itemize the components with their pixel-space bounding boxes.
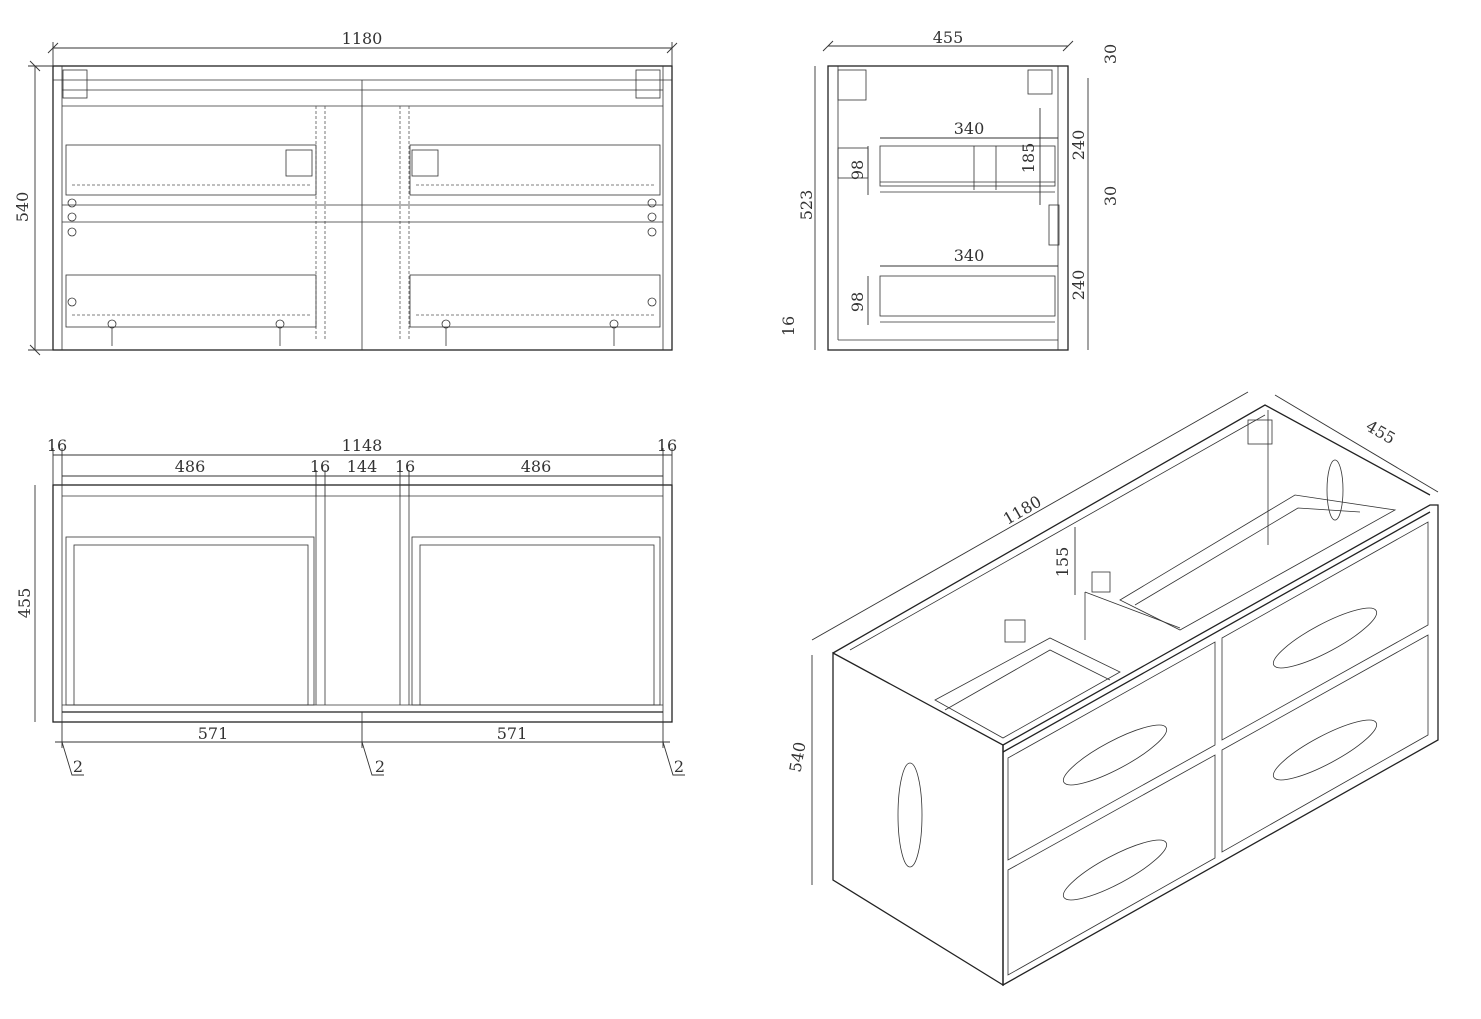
divider-left-label: 16 — [310, 457, 330, 476]
iso-height-label: 540 — [786, 740, 810, 773]
front-height-label: 540 — [13, 192, 32, 223]
gap-center-label: 2 — [375, 757, 385, 776]
lower-drawer-height-label: 98 — [848, 292, 867, 312]
handle-icon — [897, 459, 1378, 901]
front-width-label: 1180 — [342, 29, 383, 48]
bracket-icon — [635, 69, 661, 99]
gap-left-label: 2 — [73, 757, 83, 776]
opening-height-label: 185 — [1019, 143, 1038, 174]
top-rail-label: 30 — [1101, 44, 1120, 64]
door-left-label: 571 — [198, 724, 229, 743]
side-depth-label: 455 — [933, 28, 964, 47]
bracket-icon — [1027, 69, 1053, 95]
side-outline — [827, 65, 1069, 351]
lower-drawer-width-label: 340 — [954, 246, 985, 265]
top-depth-label: 455 — [15, 588, 34, 619]
side-left-label: 16 — [47, 436, 67, 455]
side-view: 455 30 340 185 98 240 30 523 340 98 240 … — [779, 28, 1120, 351]
gap-right-label: 2 — [674, 757, 684, 776]
top-view: 16 1148 16 486 16 144 16 486 455 571 571… — [15, 436, 685, 776]
bay-left-label: 486 — [175, 457, 206, 476]
inner-height-label: 523 — [797, 190, 816, 221]
bracket-icon — [1247, 419, 1273, 445]
bracket-icon — [285, 149, 313, 177]
bay-right-label: 486 — [521, 457, 552, 476]
inner-width-label: 1148 — [342, 436, 383, 455]
door-right-label: 571 — [497, 724, 528, 743]
divider-right-label: 16 — [395, 457, 415, 476]
top-outline — [52, 484, 673, 723]
center-gap-label: 144 — [347, 457, 378, 476]
lower-pitch-label: 240 — [1069, 270, 1088, 301]
bracket-icon — [62, 69, 88, 99]
front-view: 1180 540 — [13, 29, 678, 356]
upper-drawer-width-label: 340 — [954, 119, 985, 138]
iso-depth-label: 455 — [1363, 416, 1399, 448]
iso-side-panel — [832, 651, 1004, 987]
bracket-icon — [1004, 619, 1026, 643]
upper-drawer-height-label: 98 — [848, 160, 867, 180]
isometric-view: 1180 455 155 540 — [786, 391, 1439, 987]
iso-front-face — [1002, 504, 1439, 987]
upper-pitch-label: 240 — [1069, 130, 1088, 161]
iso-inner-depth-label: 155 — [1053, 547, 1072, 578]
front-outline — [52, 65, 673, 351]
bracket-icon — [411, 149, 439, 177]
mid-rail-label: 30 — [1101, 186, 1120, 206]
bracket-icon — [837, 69, 867, 101]
base-label: 16 — [779, 316, 798, 336]
side-right-label: 16 — [657, 436, 677, 455]
bracket-icon — [1091, 571, 1111, 593]
iso-width-label: 1180 — [1000, 492, 1045, 529]
